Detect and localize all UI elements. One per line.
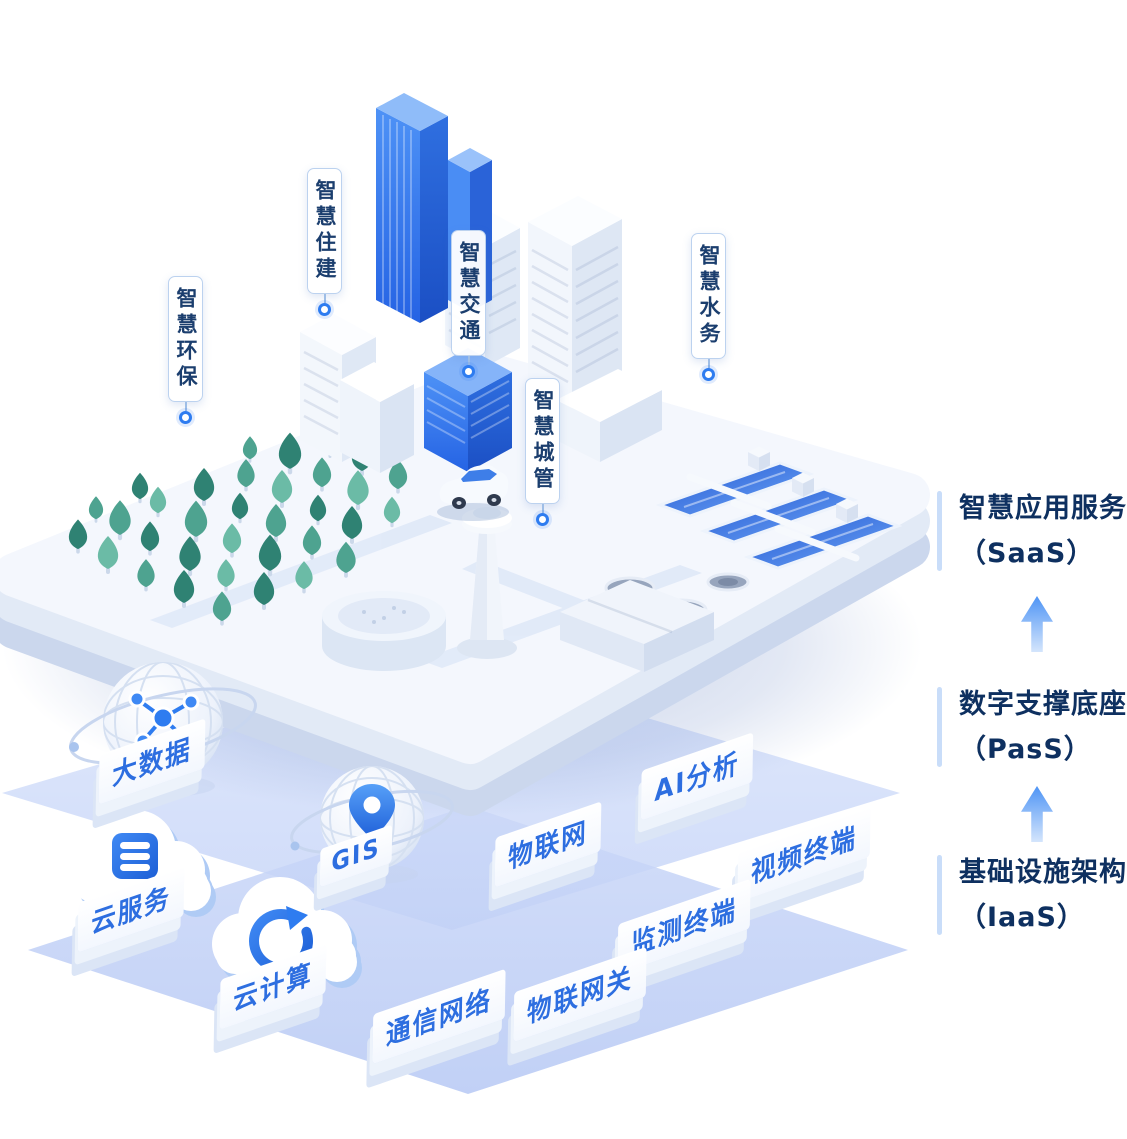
- gantry-head-cubes: [748, 446, 858, 523]
- callout-connector-line: [184, 402, 187, 411]
- pool-lane-lines: [683, 471, 874, 560]
- control-tower: [457, 507, 517, 659]
- level-abbr: （IaaS）: [959, 902, 1085, 933]
- callout-label: 智慧住建: [307, 168, 342, 294]
- level-accent-bar: [937, 491, 942, 571]
- level-abbr: （PasS）: [959, 734, 1092, 765]
- building-blue-glass: [424, 348, 512, 472]
- level-accent-bar: [937, 687, 942, 767]
- level-name: 基础设施架构: [959, 857, 1127, 888]
- callout-smart-traffic: 智慧交通: [451, 230, 486, 378]
- callout-smart-city-management: 智慧城管: [525, 378, 560, 526]
- callout-label: 智慧交通: [451, 230, 486, 356]
- building-blue-tower: [376, 93, 492, 323]
- window-lines: [303, 350, 339, 436]
- callout-smart-environment: 智慧环保: [168, 276, 203, 424]
- car: [437, 465, 509, 521]
- dot-marker-icon: [179, 411, 192, 424]
- iaas-layer-sheet: [28, 806, 908, 1094]
- gantry-bridges: [686, 473, 860, 562]
- location-pin-icon: [349, 784, 395, 839]
- level-iaas: 基础设施架构 （IaaS）: [937, 850, 1127, 940]
- level-paas: 数字支撑底座 （PasS）: [937, 682, 1127, 772]
- callout-connector-line: [323, 294, 326, 303]
- level-accent-bar: [937, 855, 942, 935]
- window-lines: [382, 115, 412, 320]
- floor-lines: [426, 380, 510, 444]
- callout-label: 智慧城管: [525, 378, 560, 504]
- level-name: 数字支撑底座: [959, 689, 1127, 720]
- callout-label: 智慧水务: [691, 233, 726, 359]
- callout-connector-line: [707, 359, 710, 368]
- dot-marker-icon: [462, 365, 475, 378]
- building-white-low: [556, 369, 662, 462]
- window-lines: [531, 245, 619, 384]
- callout-connector-line: [541, 504, 544, 513]
- dot-marker-icon: [318, 303, 331, 316]
- building-white-complex: [300, 314, 414, 473]
- dot-marker-icon: [536, 513, 549, 526]
- factory-low-block: [560, 580, 714, 672]
- level-name: 智慧应用服务: [959, 493, 1127, 524]
- callout-smart-housing: 智慧住建: [307, 168, 342, 316]
- callout-smart-water: 智慧水务: [691, 233, 726, 381]
- callout-connector-line: [467, 356, 470, 365]
- building-white-tall-right: [528, 196, 622, 419]
- server-stack-icon: [112, 833, 158, 879]
- round-tank: [322, 591, 446, 671]
- level-saas: 智慧应用服务 （SaaS）: [937, 486, 1127, 576]
- callout-label: 智慧环保: [168, 276, 203, 402]
- level-abbr: （SaaS）: [959, 538, 1095, 569]
- dot-marker-icon: [702, 368, 715, 381]
